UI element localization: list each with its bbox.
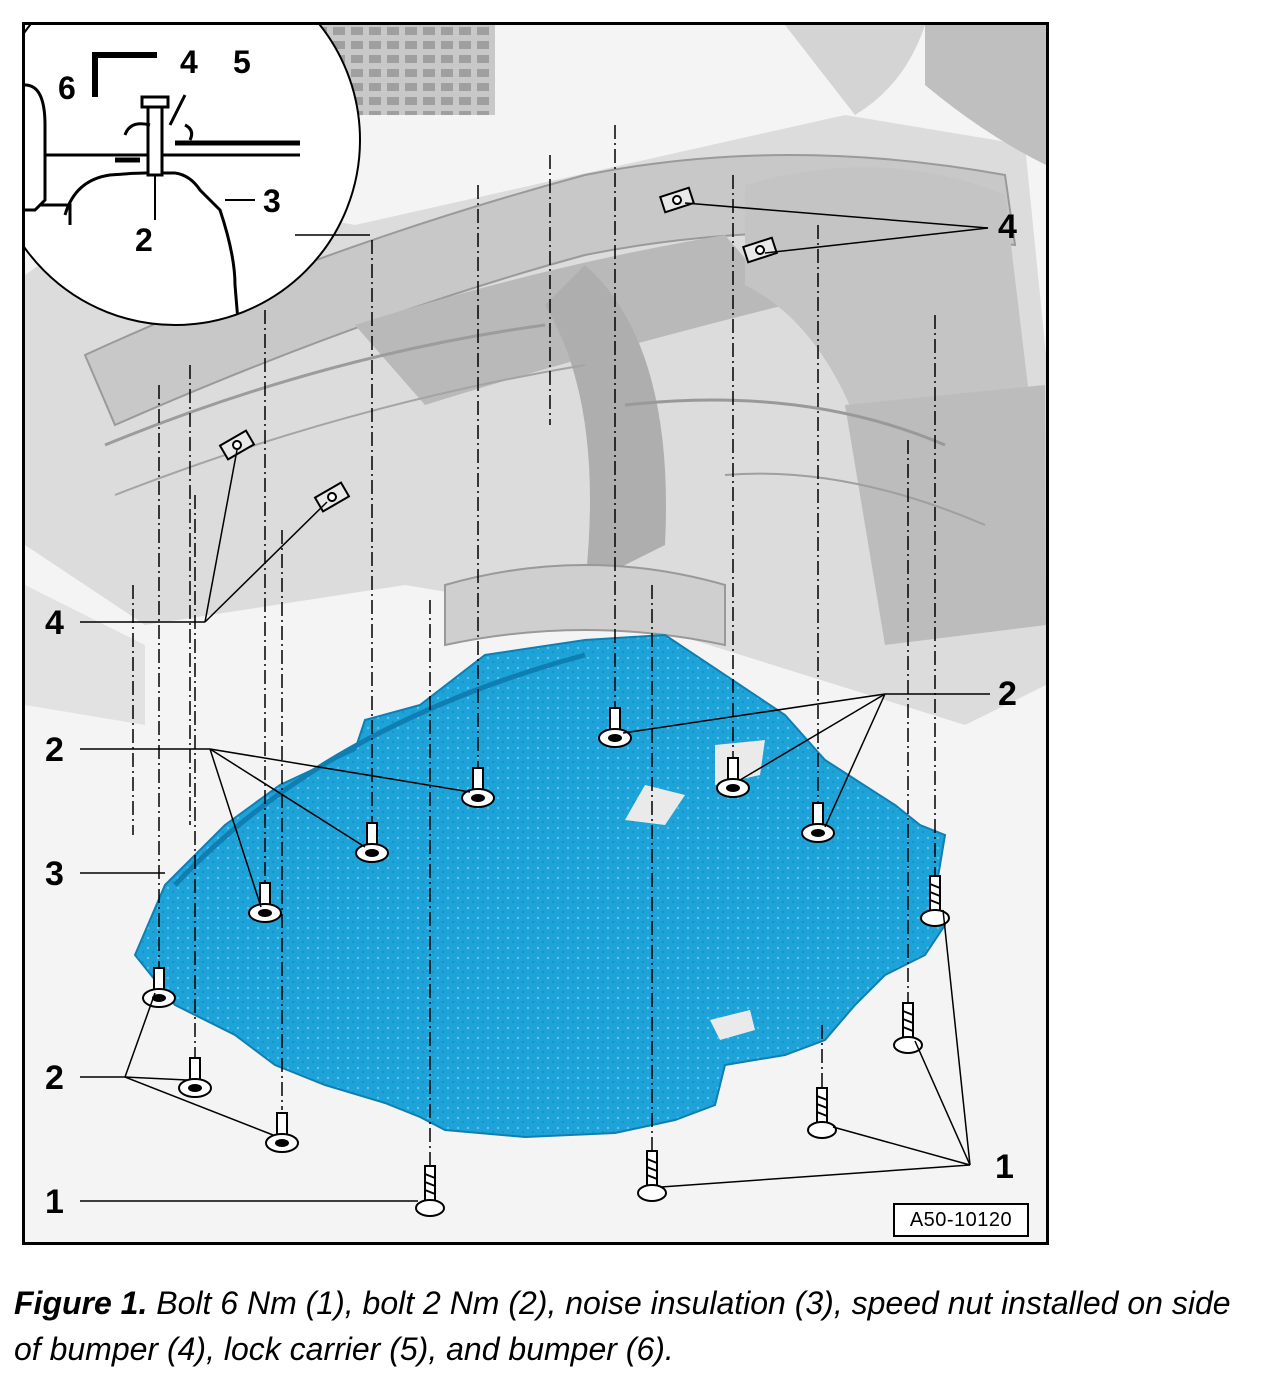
inset-callout-2: 2	[135, 222, 153, 258]
bolt-6nm-icon	[637, 1150, 667, 1202]
bolt-2nm-icon	[801, 802, 835, 843]
caption-label: Figure 1.	[14, 1285, 148, 1321]
inset-callout-5: 5	[233, 44, 251, 80]
speed-nut-group	[218, 186, 778, 513]
detail-inset: 4 5 6 3 2	[25, 25, 370, 326]
exploded-view-diagram: 4 5 6 3 2	[25, 25, 1046, 1242]
speed-nut-icon	[218, 429, 256, 461]
noise-insulation-panel	[133, 633, 947, 1139]
callout-4-right: 4	[998, 208, 1017, 246]
bolt-6nm-group	[415, 875, 950, 1217]
callout-4-left: 4	[45, 604, 64, 642]
bolt-2nm-icon	[355, 822, 389, 863]
vehicle-underbody	[25, 25, 1046, 1242]
bolt-2nm-icon	[178, 1057, 212, 1098]
bolt-2nm-icon	[716, 757, 750, 798]
inset-callout-4: 4	[180, 44, 198, 80]
bolt-6nm-icon	[807, 1087, 837, 1139]
bolt-2nm-icon	[598, 707, 632, 748]
callout-2-right: 2	[998, 675, 1017, 713]
callout-2-middle: 2	[45, 731, 64, 769]
figure-reference-code: A50-10120	[893, 1203, 1029, 1237]
callout-labels: 4 4 2 2 3 2 1 1	[45, 208, 1017, 1221]
bolt-6nm-icon	[415, 1165, 445, 1217]
callout-1-left: 1	[45, 1183, 64, 1221]
speed-nut-icon	[742, 236, 778, 264]
bolt-2nm-group	[142, 707, 835, 1153]
callout-1-right: 1	[995, 1148, 1014, 1186]
leader-lines	[80, 202, 990, 1202]
bolt-2nm-icon	[461, 767, 495, 808]
callout-2-lower: 2	[45, 1059, 64, 1097]
bolt-2nm-icon	[265, 1112, 299, 1153]
inset-callout-6: 6	[58, 70, 76, 106]
inset-leader-4	[168, 94, 187, 126]
inset-callout-3: 3	[263, 183, 281, 219]
figure-caption: Figure 1. Bolt 6 Nm (1), bolt 2 Nm (2), …	[14, 1280, 1254, 1372]
speed-nut-icon	[659, 186, 695, 214]
speed-nut-icon	[313, 481, 351, 513]
figure-frame: 4 5 6 3 2	[22, 22, 1049, 1245]
bolt-2nm-icon	[248, 882, 282, 923]
bolt-6nm-icon	[920, 875, 950, 927]
alignment-lines	[132, 125, 936, 1190]
callout-3: 3	[45, 855, 64, 893]
caption-text: Bolt 6 Nm (1), bolt 2 Nm (2), noise insu…	[14, 1285, 1231, 1367]
